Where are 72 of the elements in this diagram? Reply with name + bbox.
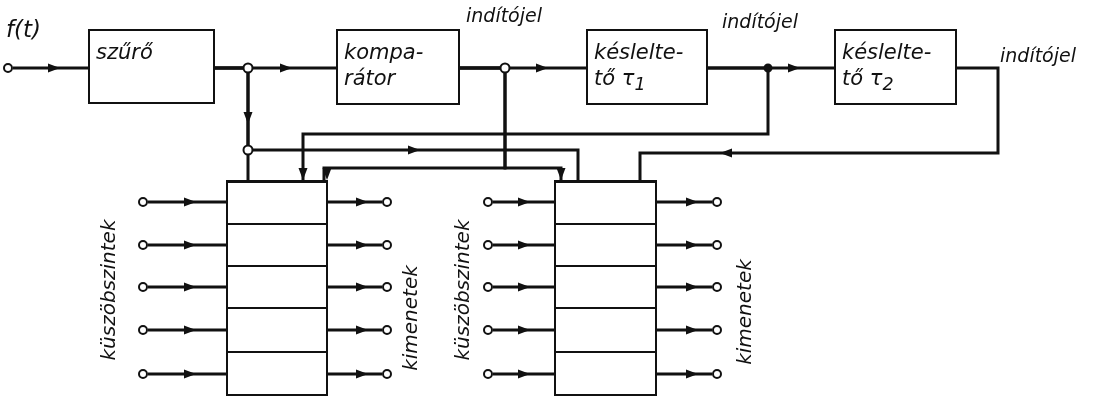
arrow	[328, 197, 382, 207]
rotated-label: kimenetek	[733, 259, 755, 365]
rotated-label: küszöbszintek	[451, 219, 473, 361]
arrow	[148, 240, 226, 250]
box-label: késlelte- tő τ$_{1}$	[594, 39, 685, 97]
register-cell	[556, 224, 655, 266]
terminal-circle	[138, 240, 148, 250]
register-cell	[228, 224, 326, 266]
arrow	[657, 197, 712, 207]
arrow	[493, 240, 554, 250]
terminal-circle	[712, 282, 722, 292]
register-cell	[556, 266, 655, 308]
register-cell	[228, 308, 326, 352]
arrow	[493, 282, 554, 292]
arrow	[657, 369, 712, 379]
terminal-circle	[382, 197, 392, 207]
terminal-circle	[382, 369, 392, 379]
terminal-circle	[483, 197, 493, 207]
arrow	[298, 66, 770, 180]
terminal-circle	[382, 240, 392, 250]
arrow	[460, 66, 566, 180]
signal-label: indítójel	[1000, 44, 1076, 66]
arrow	[328, 325, 382, 335]
terminal-circle	[712, 369, 722, 379]
arrow	[657, 282, 712, 292]
box-label: kompa- rátor	[344, 39, 425, 91]
arrow	[657, 325, 712, 335]
process-box	[336, 29, 460, 105]
arrow	[328, 282, 382, 292]
register-cell	[556, 182, 655, 224]
arrow	[13, 63, 88, 73]
arrow	[215, 66, 580, 180]
process-box	[586, 29, 708, 105]
arrow	[657, 240, 712, 250]
terminal-circle	[382, 282, 392, 292]
terminal-circle	[138, 325, 148, 335]
terminal-circle	[483, 282, 493, 292]
terminal-circle	[712, 197, 722, 207]
terminal-circle	[483, 240, 493, 250]
register-cell	[228, 266, 326, 308]
register-block	[226, 180, 328, 396]
terminal-circle	[138, 282, 148, 292]
arrow	[638, 66, 1000, 180]
arrow	[328, 240, 382, 250]
arrow	[493, 197, 554, 207]
box-label: késlelte- tő τ$_{2}$	[842, 39, 933, 97]
signal-label: f(t)	[6, 18, 42, 40]
terminal-circle	[3, 63, 13, 73]
signal-label: indítójel	[722, 10, 798, 32]
terminal-circle	[483, 369, 493, 379]
arrow	[148, 197, 226, 207]
terminal-circle	[138, 197, 148, 207]
terminal-circle	[483, 325, 493, 335]
register-cell	[556, 308, 655, 352]
process-box	[88, 29, 215, 104]
box-label: szűrő	[96, 39, 154, 65]
arrow	[148, 325, 226, 335]
arrow	[148, 282, 226, 292]
process-box	[834, 29, 957, 105]
arrow	[148, 369, 226, 379]
terminal-circle	[382, 325, 392, 335]
rotated-label: küszöbszintek	[97, 219, 119, 361]
terminal-circle	[138, 369, 148, 379]
arrow	[493, 325, 554, 335]
register-cell	[228, 182, 326, 224]
terminal-circle	[712, 325, 722, 335]
arrow	[493, 369, 554, 379]
arrow	[328, 369, 382, 379]
register-block	[554, 180, 657, 396]
terminal-circle	[712, 240, 722, 250]
rotated-label: kimenetek	[399, 265, 421, 371]
signal-label: indítójel	[466, 4, 542, 26]
